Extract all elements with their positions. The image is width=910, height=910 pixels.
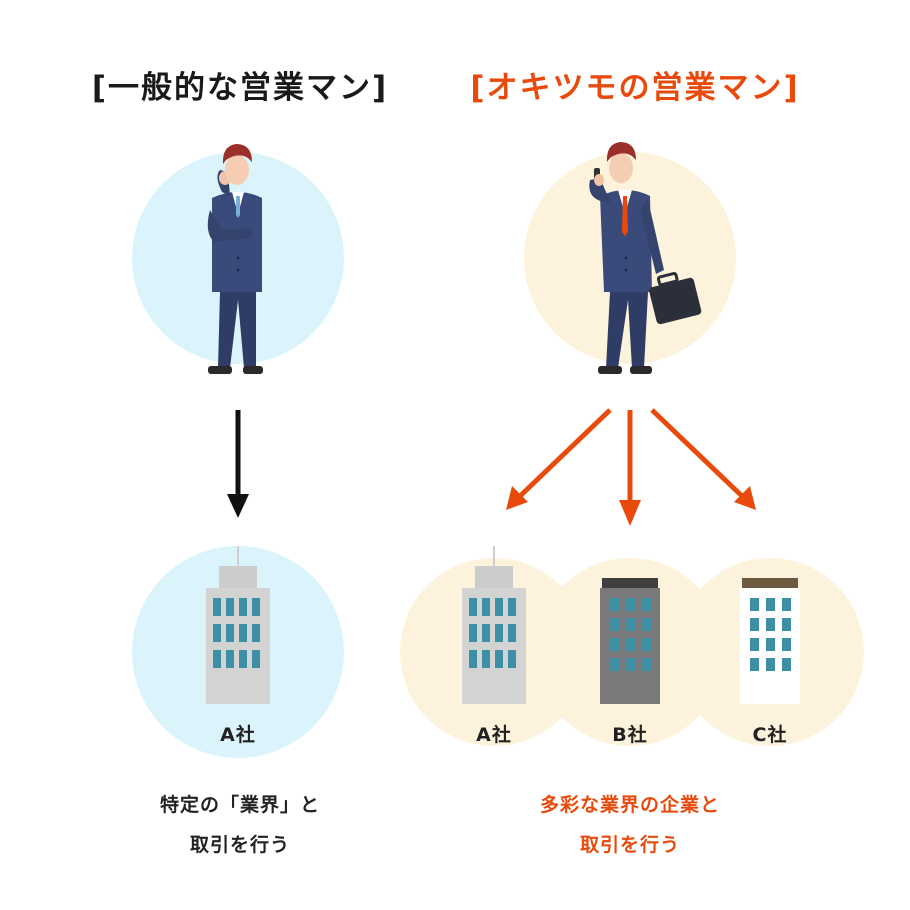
office-building-b-icon xyxy=(600,578,660,704)
arrow-to-company-c-icon xyxy=(650,408,756,510)
office-building-a-icon xyxy=(462,546,526,704)
office-building-icon xyxy=(206,546,270,704)
arrow-to-company-b-icon xyxy=(619,410,641,526)
okitsumo-salesman-heading: [オキツモの営業マン] xyxy=(470,70,800,106)
okitsumo-description: 多彩な業界の企業と 取引を行う xyxy=(480,785,780,865)
okitsumo-description-line2: 取引を行う xyxy=(579,834,680,856)
general-description-line1: 特定の「業界」と xyxy=(159,794,320,816)
company-b-label: B社 xyxy=(612,724,648,746)
general-description: 特定の「業界」と 取引を行う xyxy=(90,785,390,865)
businessman-thinking-icon xyxy=(207,144,263,374)
orange-arrows xyxy=(506,408,756,526)
arrow-to-company-a-icon xyxy=(506,408,612,510)
okitsumo-description-line1: 多彩な業界の企業と xyxy=(539,794,720,816)
general-description-line2: 取引を行う xyxy=(189,834,290,856)
down-arrow-icon xyxy=(227,410,249,518)
company-c-label: C社 xyxy=(752,724,788,746)
company-a-label-left: A社 xyxy=(220,724,256,746)
general-salesman-heading: [一般的な営業マン] xyxy=(91,70,389,106)
company-a-label-right: A社 xyxy=(476,724,512,746)
office-building-c-icon xyxy=(740,578,800,704)
businessman-phone-briefcase-icon xyxy=(589,142,702,374)
